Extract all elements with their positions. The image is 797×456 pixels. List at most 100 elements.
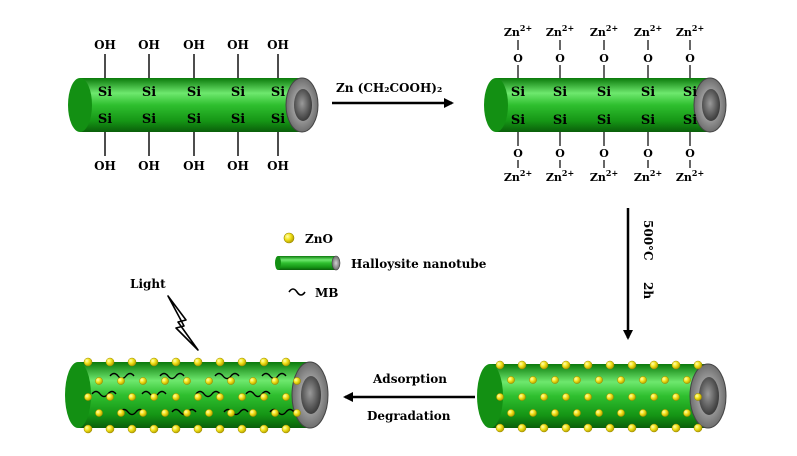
zno-particle <box>649 360 659 370</box>
legend-item-mb: MB <box>288 286 338 300</box>
zno-particle <box>561 423 571 433</box>
zno-particle <box>561 360 571 370</box>
tube-bottom-right <box>477 363 727 429</box>
zno-particle <box>639 409 647 417</box>
zno-particle <box>227 409 235 417</box>
hydroxyl-label-top: OH <box>227 38 249 52</box>
tube-bottom-left <box>65 361 329 429</box>
hydroxyl-label-bottom: OH <box>138 159 160 173</box>
zno-particle <box>172 393 180 401</box>
halloysite-tube-icon <box>278 256 336 270</box>
zno-particle <box>128 393 136 401</box>
zno-particle <box>260 393 268 401</box>
zno-particle <box>227 377 235 385</box>
tube-end-cap <box>693 77 727 133</box>
zno-particle <box>671 360 681 370</box>
duration-label: 2h <box>641 282 655 299</box>
zno-particle <box>562 393 570 401</box>
zinc-ion-label-bottom: Zn2+ <box>590 168 618 184</box>
zno-particle <box>617 376 625 384</box>
oxygen-label-top: O <box>599 52 609 65</box>
tube-top-right-groups: Zn2+OSiSiOZn2+Zn2+OSiSiOZn2+Zn2+OSiSiOZn… <box>504 23 704 184</box>
zno-particle <box>271 409 279 417</box>
zno-particle <box>193 424 203 434</box>
zno-particle <box>573 376 581 384</box>
mb-molecule <box>223 408 249 416</box>
zno-particle <box>518 393 526 401</box>
silicon-label-top: Si <box>271 85 285 100</box>
silicon-label-top: Si <box>142 85 156 100</box>
zno-particle <box>161 377 169 385</box>
zinc-ion-label-top: Zn2+ <box>590 23 618 39</box>
zno-particle <box>293 377 301 385</box>
zno-particle <box>149 424 159 434</box>
zno-particle <box>649 423 659 433</box>
zno-particle <box>95 409 103 417</box>
tube-top-left <box>68 77 319 133</box>
zno-particle <box>215 424 225 434</box>
tube-end-cap <box>689 363 727 429</box>
zno-particle <box>117 377 125 385</box>
zno-particle <box>661 376 669 384</box>
zno-particle <box>650 393 658 401</box>
oxygen-label-bottom: O <box>685 147 695 160</box>
zno-particle <box>194 393 202 401</box>
zno-particle <box>683 376 691 384</box>
silicon-label-bottom: Si <box>641 113 655 128</box>
oxygen-label-top: O <box>555 52 565 65</box>
silicon-label-top: Si <box>641 85 655 100</box>
tube-body <box>477 364 708 428</box>
hydroxyl-label-top: OH <box>267 38 289 52</box>
zinc-ion-label-top: Zn2+ <box>504 23 532 39</box>
tube-end-cap <box>285 77 319 133</box>
zno-particle <box>171 357 181 367</box>
tube-body <box>484 78 710 132</box>
zno-particle <box>539 423 549 433</box>
oxygen-label-bottom: O <box>555 147 565 160</box>
silicon-label-bottom: Si <box>553 113 567 128</box>
lightning-icon <box>167 295 199 351</box>
silicon-label-bottom: Si <box>511 113 525 128</box>
silicon-label-bottom: Si <box>187 112 201 127</box>
legend-mb-label: MB <box>315 286 338 300</box>
zno-particle <box>117 409 125 417</box>
oxygen-label-top: O <box>513 52 523 65</box>
hydroxyl-label-top: OH <box>138 38 160 52</box>
zno-particle <box>496 393 504 401</box>
zno-particle <box>495 423 505 433</box>
oxygen-label-top: O <box>685 52 695 65</box>
zinc-ion-label-top: Zn2+ <box>634 23 662 39</box>
zno-particle <box>595 376 603 384</box>
silicon-label-bottom: Si <box>271 112 285 127</box>
zno-particle <box>573 409 581 417</box>
silicon-label-top: Si <box>553 85 567 100</box>
tube-top-right <box>484 77 727 133</box>
zno-particle <box>149 357 159 367</box>
zno-particle <box>83 424 93 434</box>
zno-particle <box>583 423 593 433</box>
zno-particle <box>293 409 301 417</box>
hydroxyl-label-bottom: OH <box>227 159 249 173</box>
zno-particle <box>517 423 527 433</box>
zno-particle <box>661 409 669 417</box>
silicon-label-top: Si <box>683 85 697 100</box>
mb-molecule <box>91 390 117 398</box>
zinc-ion-label-bottom: Zn2+ <box>634 168 662 184</box>
silicon-label-bottom: Si <box>683 113 697 128</box>
zno-particle <box>583 360 593 370</box>
zno-particle <box>150 393 158 401</box>
mb-molecule <box>214 372 240 380</box>
zinc-ion-label-top: Zn2+ <box>676 23 704 39</box>
adsorption-label: Adsorption <box>372 372 447 386</box>
zno-particle <box>139 377 147 385</box>
zno-particle <box>84 393 92 401</box>
zno-particle <box>693 360 703 370</box>
silicon-label-top: Si <box>597 85 611 100</box>
arrow-photocatalysis: Adsorption Degradation <box>343 372 475 423</box>
zno-particle <box>540 393 548 401</box>
silicon-label-bottom: Si <box>142 112 156 127</box>
reagent-label: Zn (CH₂COOH)₂ <box>336 81 442 95</box>
hydroxyl-label-bottom: OH <box>94 159 116 173</box>
zno-particle <box>683 409 691 417</box>
